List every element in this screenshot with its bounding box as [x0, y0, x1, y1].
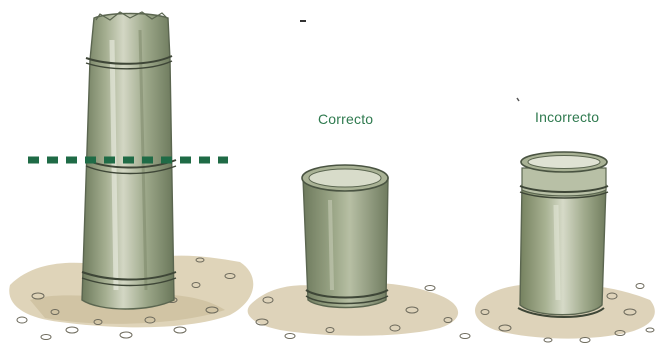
- stray-mark: [517, 98, 519, 101]
- correct-stump: [302, 165, 388, 308]
- correct-label: Correcto: [318, 111, 373, 127]
- incorrect-stump: [518, 152, 608, 317]
- incorrect-label: Incorrecto: [535, 109, 599, 125]
